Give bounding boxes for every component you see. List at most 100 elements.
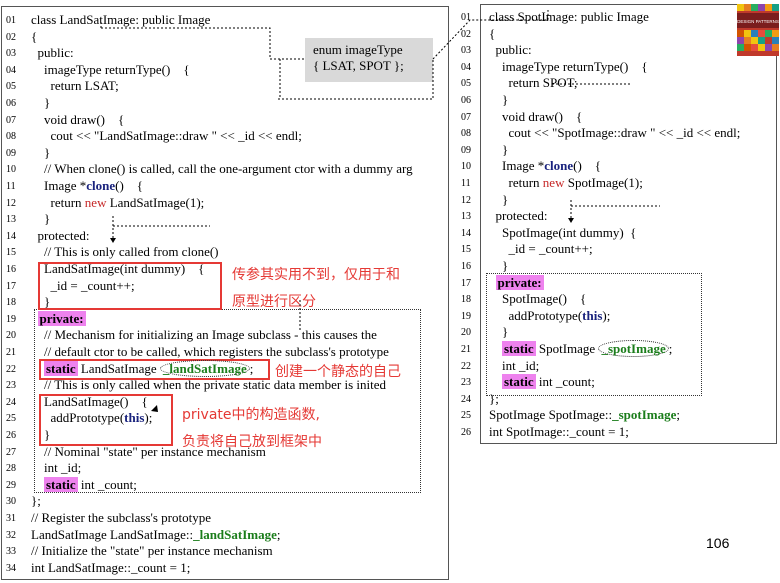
landsat-code-line: class LandSatImage: public Image bbox=[31, 12, 211, 27]
spot-code-line: class SpotImage: public Image bbox=[489, 9, 649, 24]
landsat-code-line: } bbox=[31, 427, 51, 442]
spot-line-number: 01 bbox=[461, 12, 471, 23]
landsat-code-line: // Nominal "state" per instance mechanis… bbox=[31, 443, 266, 459]
design-patterns-book-cover: DESIGN PATTERNS bbox=[737, 4, 779, 56]
landsat-line-number: 19 bbox=[6, 313, 16, 325]
spot-code-line: imageType returnType() { bbox=[489, 58, 648, 74]
spot-line-number: 18 bbox=[461, 294, 471, 306]
spot-line-number: 06 bbox=[461, 95, 471, 106]
landsat-line-number: 29 bbox=[6, 479, 16, 491]
private-ctor-redbox bbox=[39, 394, 173, 446]
spot-code-line: int _id; bbox=[489, 357, 540, 373]
landsat-line-number: 01 bbox=[6, 15, 16, 26]
landsat-line-number: 16 bbox=[6, 264, 16, 275]
landsat-line-number: 07 bbox=[6, 114, 16, 126]
spot-code-line: } bbox=[489, 92, 509, 107]
spot-line-number: 17 bbox=[461, 277, 471, 289]
spot-code-line: static int _count; bbox=[502, 374, 595, 390]
landsat-code-line: }; bbox=[31, 493, 41, 509]
landsat-line-number: 15 bbox=[6, 247, 16, 259]
spot-line-number: 08 bbox=[461, 128, 471, 140]
spot-code-line: SpotImage SpotImage::_spotImage; bbox=[489, 407, 681, 423]
note-dummy-arg-line2: 原型进行区分 bbox=[232, 294, 316, 310]
landsat-line-number: 25 bbox=[6, 413, 16, 425]
landsat-code-line: _id = _count++; bbox=[31, 277, 135, 293]
enum-imagetype-box: enum imageType { LSAT, SPOT }; bbox=[305, 38, 433, 82]
landsat-line-number: 03 bbox=[6, 48, 16, 60]
spot-code-line: private: bbox=[495, 274, 544, 290]
landsat-line-number: 11 bbox=[6, 181, 16, 192]
spot-line-number: 13 bbox=[461, 211, 471, 223]
landsat-line-number: 23 bbox=[6, 380, 16, 392]
landsat-code-line: Image *clone() { bbox=[31, 178, 144, 193]
spot-code-line: }; bbox=[489, 390, 499, 406]
spot-code-line: int SpotImage::_count = 1; bbox=[489, 424, 629, 439]
spot-line-number: 14 bbox=[461, 227, 471, 239]
spot-line-number: 25 bbox=[461, 410, 471, 422]
landsat-code-line: addPrototype(this); bbox=[31, 410, 153, 426]
landsat-code-line: static int _count; bbox=[44, 476, 137, 492]
spot-line-number: 22 bbox=[461, 360, 471, 372]
landsat-line-number: 14 bbox=[6, 230, 16, 242]
spot-line-number: 26 bbox=[461, 427, 471, 438]
spot-line-number: 12 bbox=[461, 194, 471, 206]
spot-code-line: SpotImage() { bbox=[489, 291, 587, 307]
spot-line-number: 20 bbox=[461, 327, 471, 339]
landsat-code-line: } bbox=[31, 144, 51, 160]
spot-line-number: 10 bbox=[461, 161, 471, 173]
spot-line-number: 09 bbox=[461, 144, 471, 156]
spot-code-line: addPrototype(this); bbox=[489, 307, 611, 323]
landsat-code-line: protected: bbox=[31, 227, 90, 243]
landsat-code-line: void draw() { bbox=[31, 111, 125, 127]
landsat-line-number: 24 bbox=[6, 396, 16, 408]
landsat-line-number: 05 bbox=[6, 81, 16, 93]
landsat-line-number: 28 bbox=[6, 463, 16, 475]
landsat-line-number: 10 bbox=[6, 164, 16, 176]
landsat-line-number: 08 bbox=[6, 131, 16, 143]
landsat-code-line: static LandSatImage _landSatImage; bbox=[44, 359, 254, 377]
note-private-ctor-line1: private中的构造函数, bbox=[182, 407, 320, 423]
spot-code-line: } bbox=[489, 141, 509, 157]
spot-code-line: SpotImage(int dummy) { bbox=[489, 224, 637, 240]
landsat-code-line: return LSAT; bbox=[31, 78, 119, 94]
spot-line-number: 15 bbox=[461, 244, 471, 256]
landsat-code-line: // When clone() is called, call the one-… bbox=[31, 161, 413, 177]
landsat-code-line: public: bbox=[31, 45, 74, 61]
spot-line-number: 19 bbox=[461, 310, 471, 322]
spot-code-line: return SPOT; bbox=[489, 75, 578, 91]
protected-ctor-redbox bbox=[38, 262, 222, 310]
note-static-self: 创建一个静态的自己 bbox=[275, 364, 401, 380]
note-private-ctor-line2: 负责将自己放到框架中 bbox=[182, 434, 322, 450]
landsat-code-line: int LandSatImage::_count = 1; bbox=[31, 559, 191, 575]
enum-line-2: { LSAT, SPOT }; bbox=[313, 58, 404, 73]
landsat-line-number: 06 bbox=[6, 98, 16, 109]
spot-code-line: } bbox=[489, 191, 509, 207]
landsat-line-number: 22 bbox=[6, 363, 16, 375]
landsat-code-line: { bbox=[31, 28, 38, 44]
page-number: 106 bbox=[706, 535, 730, 551]
static-member-redbox bbox=[39, 359, 270, 380]
spot-code-line: } bbox=[489, 324, 509, 340]
landsat-line-number: 33 bbox=[6, 546, 16, 558]
landsat-line-number: 12 bbox=[6, 197, 16, 209]
spot-line-number: 05 bbox=[461, 78, 471, 90]
landsat-code-line: } bbox=[31, 211, 51, 227]
landsat-code-line: // Register the subclass's prototype bbox=[31, 510, 211, 525]
landsat-line-number: 20 bbox=[6, 330, 16, 342]
landsat-line-number: 34 bbox=[6, 562, 16, 574]
landsat-line-number: 13 bbox=[6, 214, 16, 226]
landsat-line-number: 31 bbox=[6, 513, 16, 524]
spot-line-number: 23 bbox=[461, 377, 471, 389]
spot-code-line: public: bbox=[489, 42, 532, 58]
landsat-code-line: LandSatImage() { bbox=[31, 393, 148, 409]
landsat-line-number: 32 bbox=[6, 529, 16, 541]
spot-code-line: static SpotImage _spotImage; bbox=[502, 340, 673, 357]
landsat-line-number: 21 bbox=[6, 347, 16, 358]
spot-line-number: 03 bbox=[461, 45, 471, 57]
right-private-section-box bbox=[486, 273, 702, 396]
spot-code-line: { bbox=[489, 25, 496, 41]
landsat-code-line: LandSatImage(int dummy) { bbox=[31, 261, 205, 276]
landsat-code-line: } bbox=[31, 95, 51, 110]
landsat-code-line: // default ctor to be called, which regi… bbox=[31, 344, 389, 359]
landsat-code-line: LandSatImage LandSatImage::_landSatImage… bbox=[31, 526, 281, 542]
